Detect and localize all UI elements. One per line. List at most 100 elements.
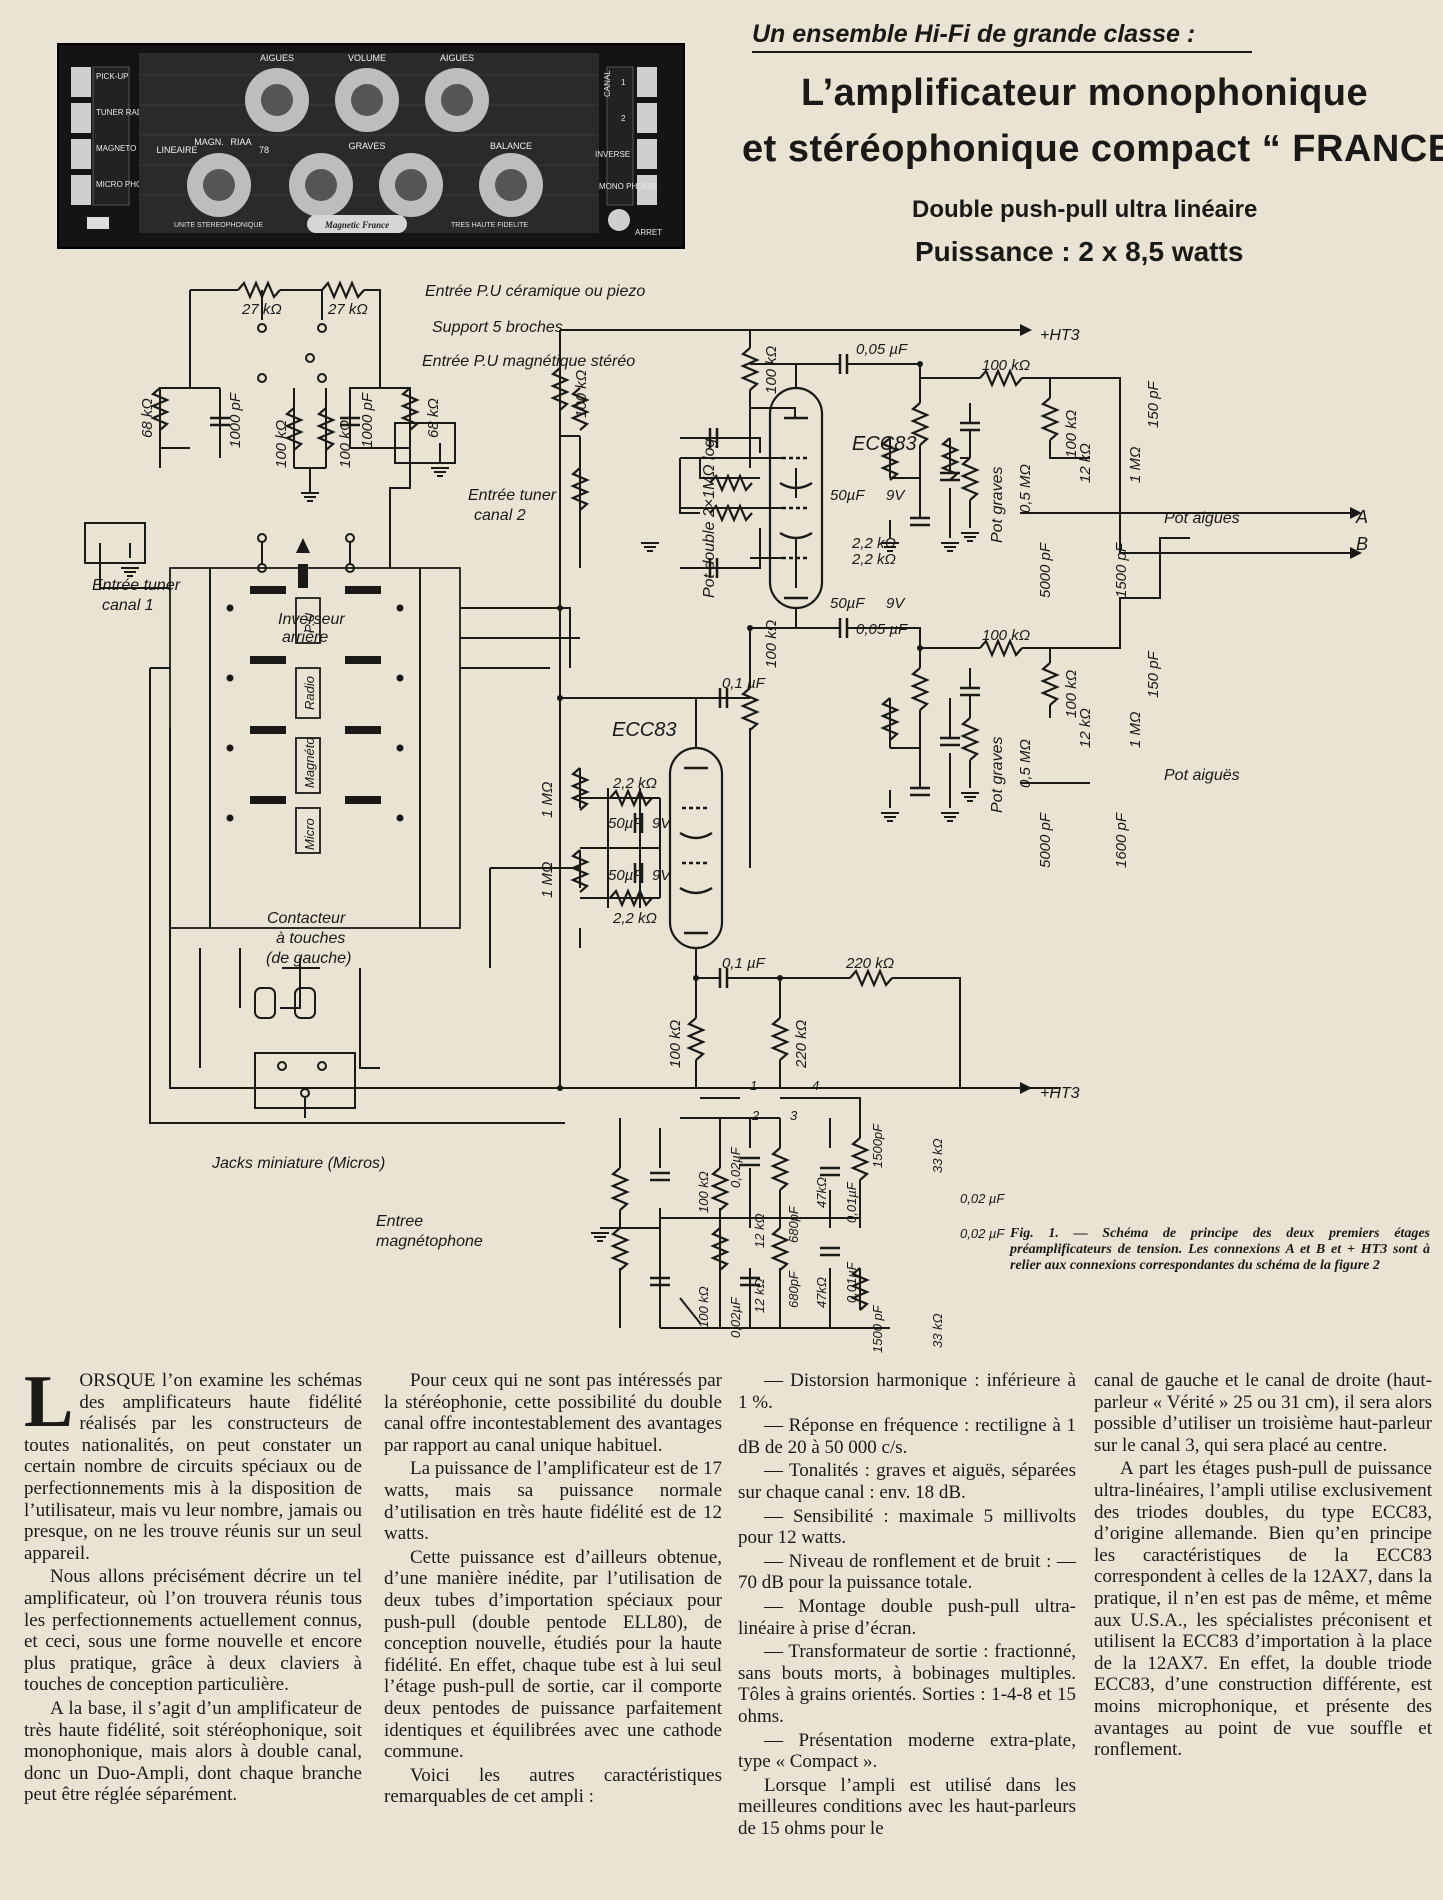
value-v9-3: 9V: [652, 815, 672, 832]
eq-c680-1: 680pF: [786, 1205, 801, 1243]
eq-c002-a: 0,02 µF: [960, 1191, 1005, 1206]
panel-footer-left: UNITE STEREOPHONIQUE: [174, 222, 263, 229]
eq-c002-b: 0,02 µF: [960, 1226, 1005, 1241]
article-subtitle-1: Double push-pull ultra linéaire: [912, 196, 1258, 223]
value-r12k-bot: 12 kΩ: [1077, 708, 1094, 748]
eq-r100k-2: 100 kΩ: [696, 1286, 711, 1328]
input-selector-buttons: [71, 66, 130, 229]
value-r1m-g1: 1 MΩ: [539, 782, 556, 818]
value-c5000-top: 5000 pF: [1037, 542, 1054, 598]
power-indicator: [87, 217, 109, 229]
spec-item: — Présentation moderne extra-plate, type…: [738, 1729, 1076, 1773]
paragraph: La puissance de l’amplificateur est de 1…: [384, 1458, 722, 1545]
label-tuner1-line1: Entrée tuner: [92, 577, 181, 594]
spec-item: — Montage double push-pull ultra-linéair…: [738, 1595, 1076, 1639]
eq-c680-2: 680pF: [786, 1270, 801, 1308]
label-pot-aigues-bot: Pot aiguës: [1164, 767, 1240, 784]
value-r05m-top: 0,5 MΩ: [1017, 464, 1034, 513]
panel-label-canal-1: 1: [621, 78, 626, 87]
value-v9-1: 9V: [886, 487, 906, 504]
value-r1m-top: 1 MΩ: [1127, 447, 1144, 483]
value-r100k-fb-top: 100 kΩ: [982, 357, 1030, 374]
switch-key-magneto: Magnéto: [302, 737, 317, 788]
value-c1600-bot: 1600 pF: [1113, 812, 1130, 868]
eq-c002-2: 0,02µF: [728, 1296, 743, 1338]
label-tube-top: ECC83: [852, 433, 916, 455]
eq-r100k-1: 100 kΩ: [696, 1171, 711, 1213]
panel-label-magn: MAGN.: [194, 137, 224, 147]
value-c005-top: 0,05 µF: [856, 341, 908, 358]
article-title-line1: L’amplificateur monophonique: [801, 72, 1369, 114]
label-pot-graves-bot: Pot graves: [989, 737, 1006, 813]
value-c1500-top: 1500 pF: [1113, 542, 1130, 598]
eq-c002-1: 0,02µF: [728, 1146, 743, 1188]
switch-position-2: 2: [751, 1108, 760, 1123]
spec-item: — Transformateur de sortie : fractionné,…: [738, 1641, 1076, 1727]
value-r22k-3: 2,2 kΩ: [612, 775, 657, 792]
micro-key: [71, 175, 91, 205]
value-r100k-plate2: 100 kΩ: [763, 620, 780, 668]
drop-cap: L: [24, 1370, 74, 1443]
panel-label-aigues-2: AIGUES: [440, 53, 474, 63]
switch-key-radio: Radio: [302, 676, 317, 710]
label-pot-double: Pot double 2×1MΩ log: [701, 439, 718, 598]
panel-knobs: [187, 68, 543, 217]
paragraph: Voici les autres caractéristiques remarq…: [384, 1764, 722, 1808]
label-pot-aigues-top: Pot aiguës: [1164, 510, 1240, 527]
panel-label-canal-2: 2: [621, 114, 626, 123]
switch-position-1: 1: [750, 1078, 757, 1093]
label-pu-ceramique: Entrée P.U céramique ou piezo: [425, 283, 645, 300]
amplifier-front-panel-photo: PICK-UP TUNER RADIO MAGNETO PHONE MICRO …: [57, 43, 685, 249]
label-inverseur-line1: Inverseur: [278, 611, 345, 628]
label-pu-magnetique: Entrée P.U magnétique stéréo: [422, 353, 635, 370]
value-r100k-plate: 100 kΩ: [763, 346, 780, 394]
inverse-key: [637, 139, 657, 169]
switch-key-micro: Micro: [302, 818, 317, 850]
value-r27k-2: 27 kΩ: [327, 301, 368, 318]
label-ht3-bottom: +HT3: [1040, 1085, 1080, 1102]
article-column-4: canal de gauche et le canal de droite (h…: [1094, 1370, 1432, 1890]
paragraph-text: ORSQUE l’on examine les schémas des ampl…: [24, 1370, 362, 1564]
value-c1000-1: 1000 pF: [227, 392, 244, 448]
panel-label-balance: BALANCE: [490, 141, 532, 151]
switch-position-4: 4: [812, 1078, 819, 1093]
panel-label-inverse: INVERSE: [595, 150, 630, 159]
eq-c1500-1: 1500pF: [870, 1123, 885, 1168]
eq-r47k-2: 47kΩ: [814, 1277, 829, 1308]
eq-c1500-2: 1500 pF: [870, 1304, 885, 1353]
panel-label-arret: ARRET: [635, 228, 662, 237]
value-r100k-top: 100 kΩ: [573, 370, 590, 418]
eq-r47k-1: 47kΩ: [814, 1177, 829, 1208]
value-r220k-2: 220 kΩ: [793, 1020, 810, 1069]
panel-label-lineaire: LINEAIRE: [156, 145, 197, 155]
label-support-5-broches: Support 5 broches: [432, 319, 563, 336]
eq-r33k-2: 33 kΩ: [930, 1313, 945, 1348]
circuit-schematic: Entrée P.U céramique ou piezo Support 5 …: [84, 281, 1368, 1353]
value-r22k-4: 2,2 kΩ: [612, 910, 657, 927]
value-r100k-cath: 100 kΩ: [667, 1020, 684, 1068]
panel-label-tuner: TUNER RADIO: [96, 108, 151, 117]
value-r100k-a: 100 kΩ: [273, 420, 290, 468]
value-c50-2: 50µF: [830, 595, 865, 612]
value-r1m-bot: 1 MΩ: [1127, 712, 1144, 748]
article-column-2: Pour ceux qui ne sont pas intéressés par…: [384, 1370, 722, 1890]
label-jacks: Jacks miniature (Micros): [211, 1155, 385, 1172]
value-r220k-1: 220 kΩ: [845, 955, 894, 972]
label-tube-mid: ECC83: [612, 719, 676, 741]
article-subtitle-2: Puissance : 2 x 8,5 watts: [915, 236, 1244, 267]
label-inverseur-line2: arrière: [282, 629, 328, 646]
switch-key-pu: P.U: [302, 612, 317, 633]
brand-name: Magnetic France: [324, 220, 389, 230]
paragraph: Lorsque l’ampli est utilisé dans les mei…: [738, 1774, 1076, 1839]
value-c01-2: 0,1 µF: [722, 955, 766, 972]
brand-badge: [307, 215, 407, 233]
value-c150-bot: 150 pF: [1145, 650, 1162, 698]
value-r12k-top: 12 kΩ: [1077, 443, 1094, 483]
value-c005-bot: 0,05 µF: [856, 621, 908, 638]
eq-r12k-2: 12 kΩ: [752, 1278, 767, 1313]
value-r1m-g2: 1 MΩ: [539, 862, 556, 898]
paragraph: Cette puissance est d’ailleurs obtenue, …: [384, 1546, 722, 1763]
paragraph: Pour ceux qui ne sont pas intéressés par…: [384, 1370, 722, 1456]
